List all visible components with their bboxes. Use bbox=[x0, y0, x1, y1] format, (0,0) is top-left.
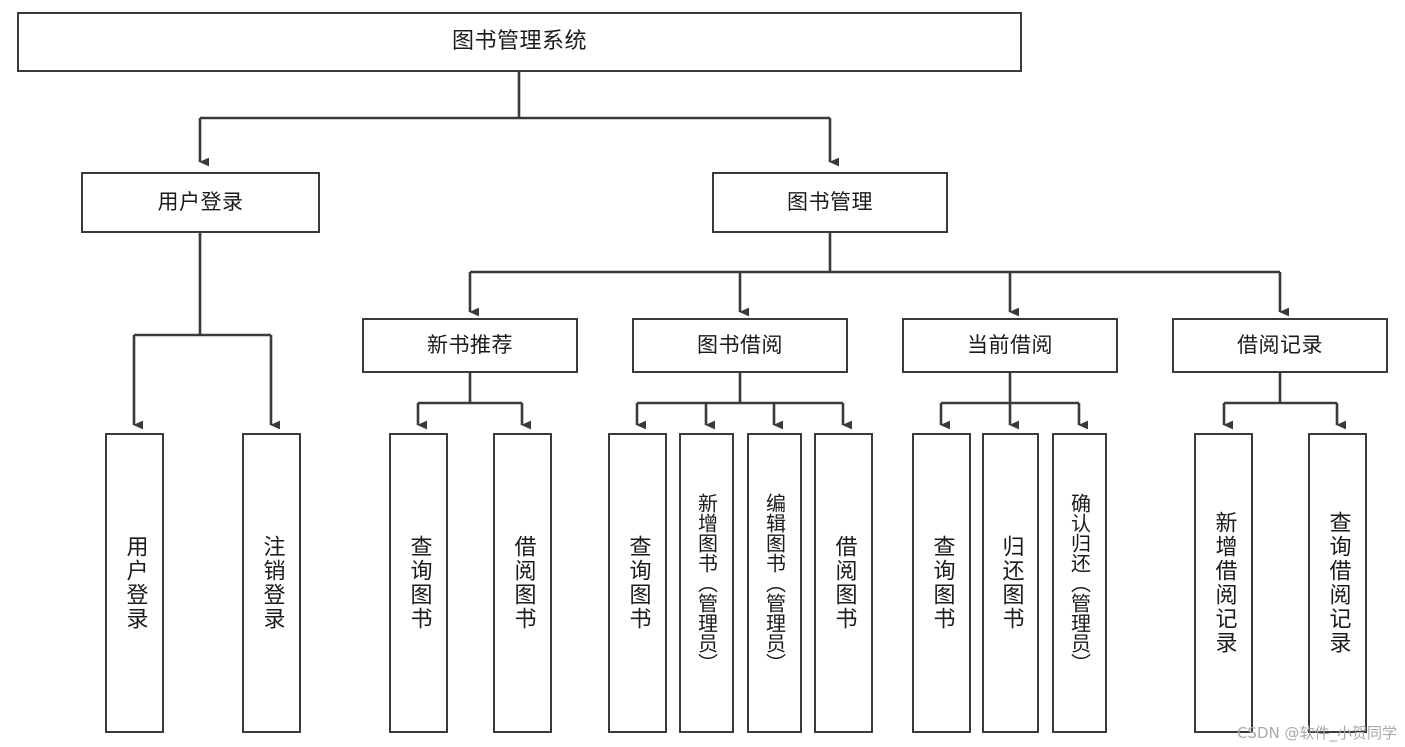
node-label: 图书管理系统 bbox=[451, 29, 587, 55]
node-leaf-query-record[interactable]: 查询借阅记录 bbox=[1308, 433, 1367, 733]
node-user-login[interactable]: 用户登录 bbox=[81, 172, 320, 233]
node-leaf-query-book-2[interactable]: 查询图书 bbox=[608, 433, 667, 733]
node-label: 借阅图书 bbox=[510, 535, 536, 631]
node-label: 查询借阅记录 bbox=[1325, 511, 1351, 655]
node-leaf-borrow-book-1[interactable]: 借阅图书 bbox=[493, 433, 552, 733]
node-root-system[interactable]: 图书管理系统 bbox=[17, 12, 1022, 72]
node-leaf-return-book[interactable]: 归还图书 bbox=[982, 433, 1039, 733]
node-label: 查询图书 bbox=[625, 535, 651, 631]
node-label: 查询图书 bbox=[929, 535, 955, 631]
node-label: 用户登录 bbox=[122, 535, 148, 631]
node-borrow-record[interactable]: 借阅记录 bbox=[1172, 318, 1388, 373]
node-label: 图书借阅 bbox=[697, 333, 783, 358]
node-leaf-query-book-3[interactable]: 查询图书 bbox=[912, 433, 971, 733]
node-book-borrow[interactable]: 图书借阅 bbox=[632, 318, 848, 373]
node-leaf-user-login[interactable]: 用户登录 bbox=[105, 433, 164, 733]
node-leaf-borrow-book-2[interactable]: 借阅图书 bbox=[814, 433, 873, 733]
node-label: 查询图书 bbox=[406, 535, 432, 631]
node-book-manage[interactable]: 图书管理 bbox=[712, 172, 948, 233]
node-label: 当前借阅 bbox=[967, 333, 1053, 358]
node-new-book-recommend[interactable]: 新书推荐 bbox=[362, 318, 578, 373]
node-leaf-add-book[interactable]: 新增图书（管理员） bbox=[679, 433, 734, 733]
csdn-watermark: CSDN @软件_小贺同学 bbox=[1236, 724, 1397, 742]
node-leaf-add-record[interactable]: 新增借阅记录 bbox=[1194, 433, 1253, 733]
node-label: 用户登录 bbox=[157, 190, 244, 215]
node-label: 归还图书 bbox=[998, 535, 1024, 631]
node-leaf-edit-book[interactable]: 编辑图书（管理员） bbox=[747, 433, 802, 733]
node-leaf-confirm-return[interactable]: 确认归还（管理员） bbox=[1052, 433, 1107, 733]
node-label: 借阅图书 bbox=[831, 535, 857, 631]
node-label: 注销登录 bbox=[259, 535, 285, 631]
node-label: 新增借阅记录 bbox=[1211, 511, 1237, 655]
node-label: 编辑图书（管理员） bbox=[762, 493, 787, 673]
node-label: 新增图书（管理员） bbox=[694, 493, 719, 673]
node-current-borrow[interactable]: 当前借阅 bbox=[902, 318, 1118, 373]
node-label: 借阅记录 bbox=[1237, 333, 1323, 358]
node-label: 确认归还（管理员） bbox=[1067, 493, 1092, 673]
node-label: 图书管理 bbox=[787, 190, 873, 215]
node-leaf-query-book-1[interactable]: 查询图书 bbox=[389, 433, 448, 733]
node-label: 新书推荐 bbox=[427, 333, 513, 358]
node-leaf-logout[interactable]: 注销登录 bbox=[242, 433, 301, 733]
